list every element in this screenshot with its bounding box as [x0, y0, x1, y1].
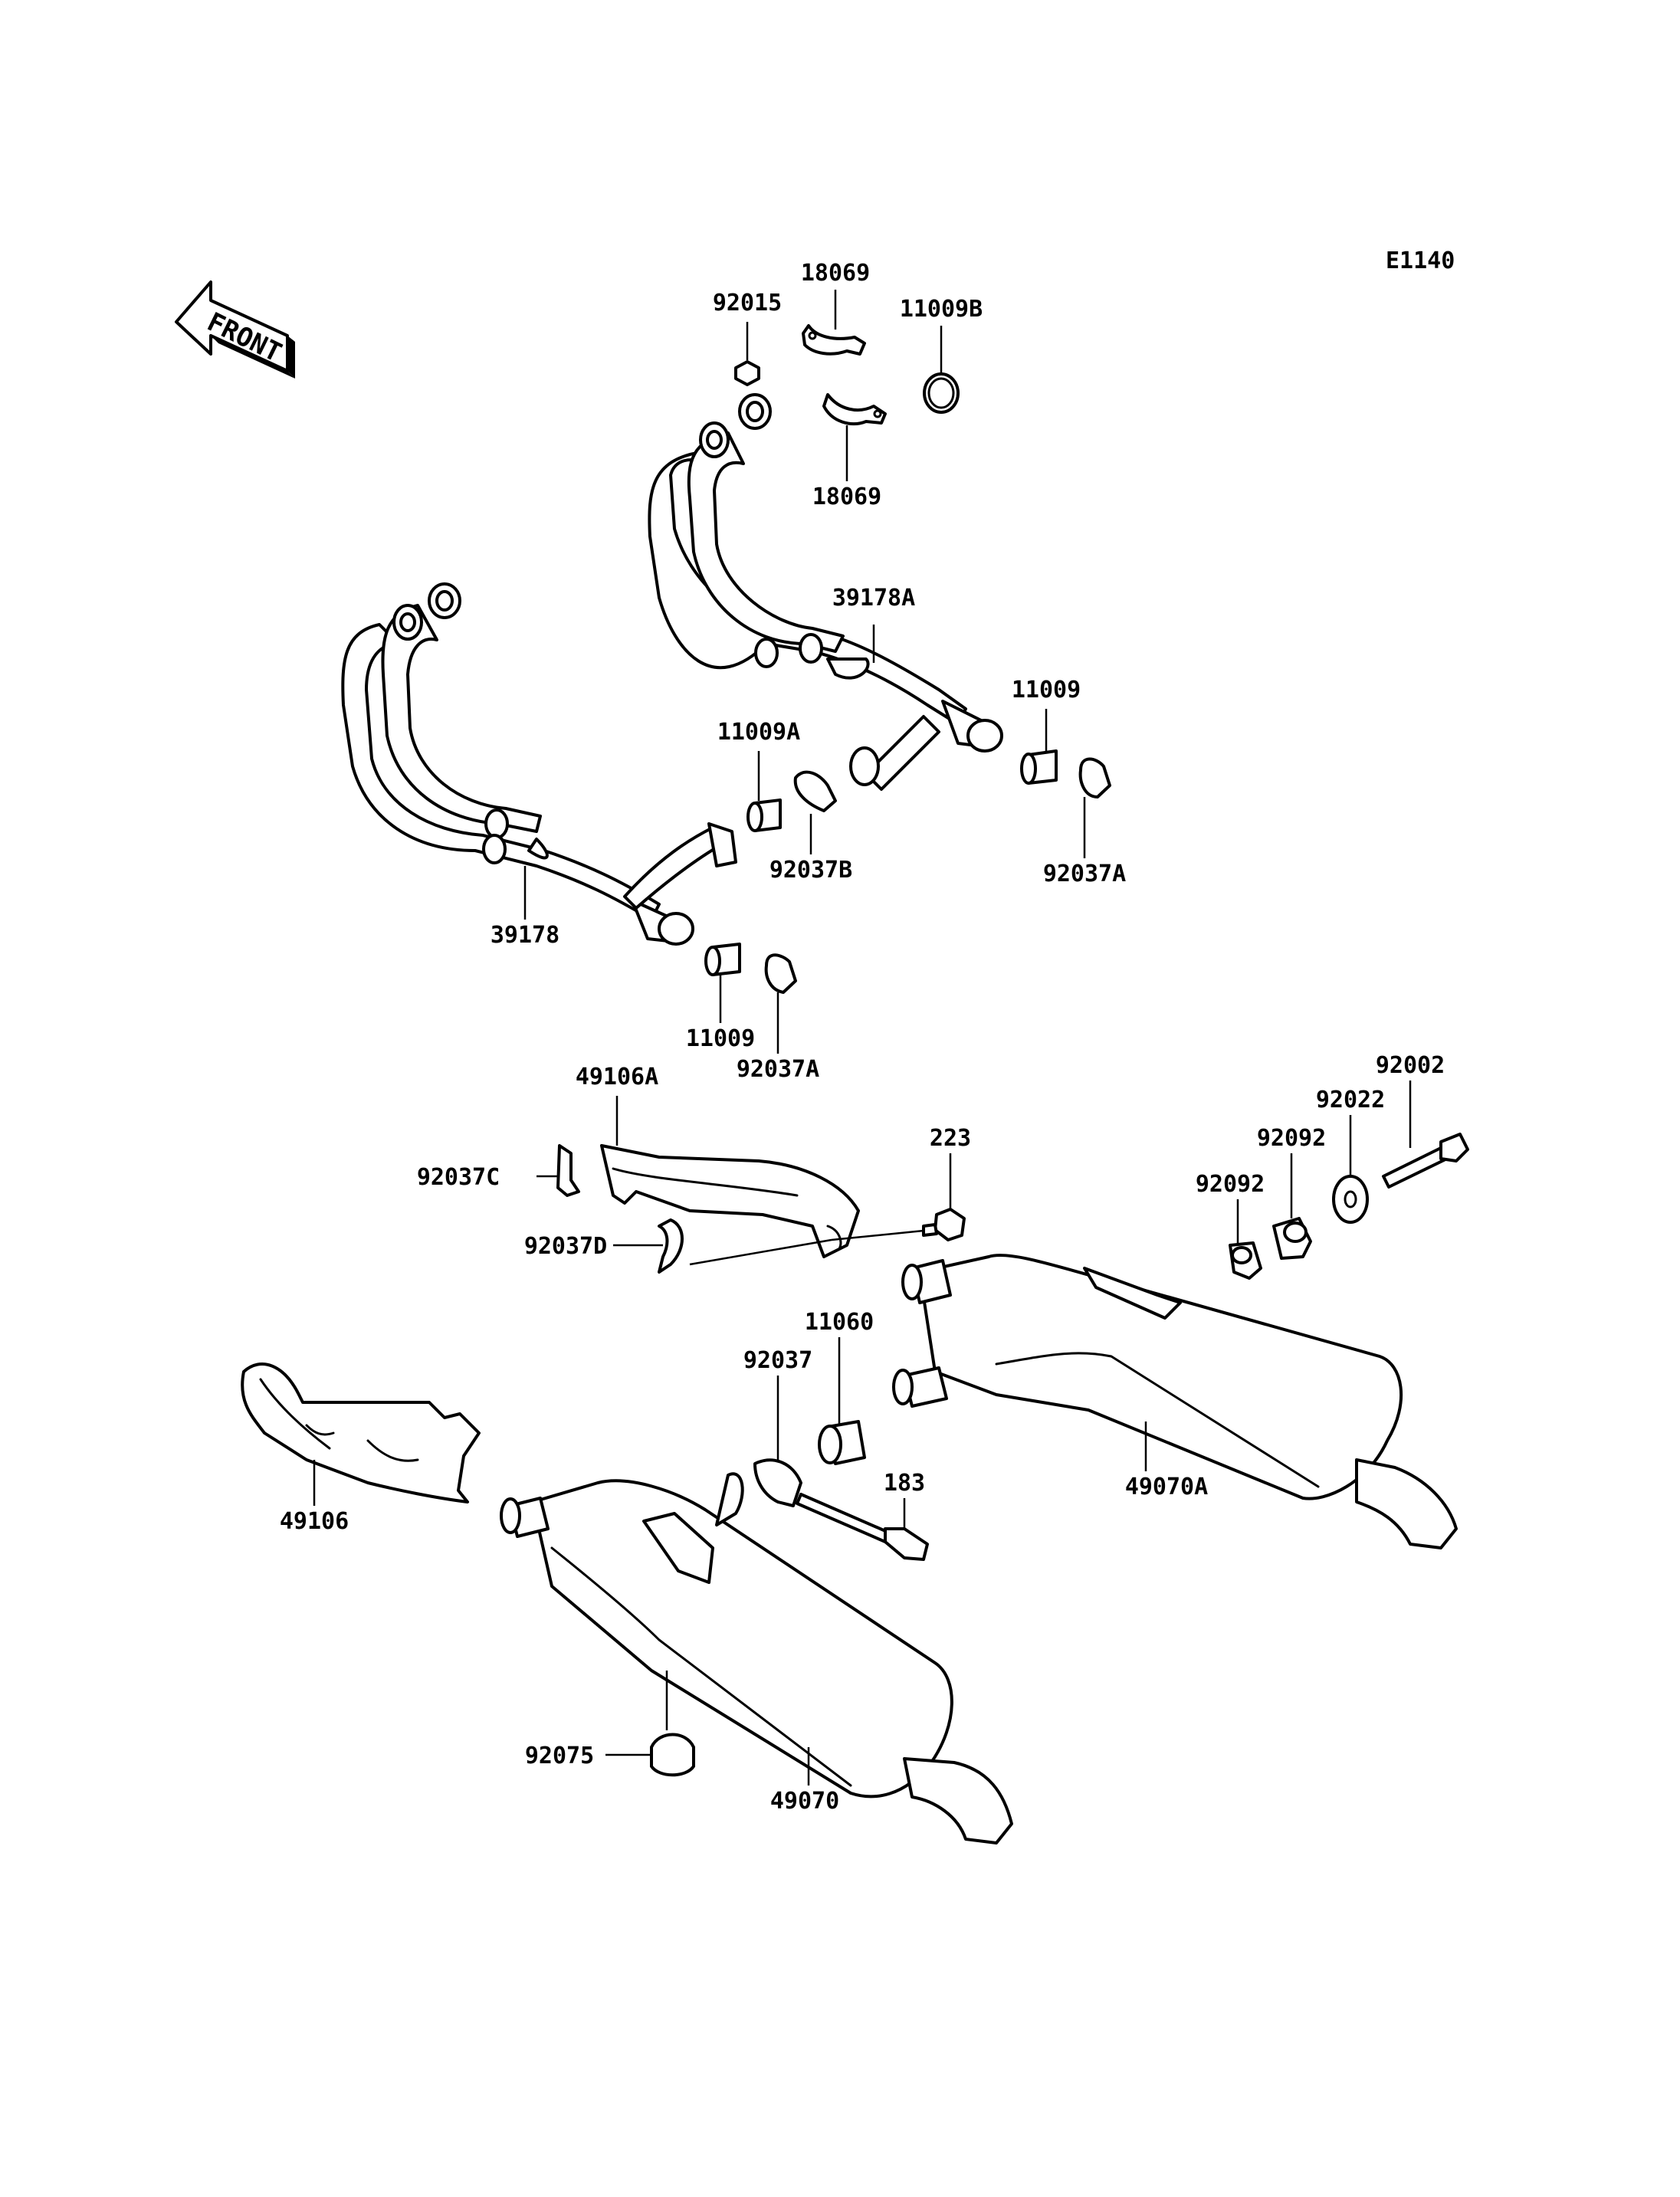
label-92037C: 92037C	[417, 1164, 500, 1191]
nut-92015	[734, 360, 760, 386]
damper-92092-upper	[1272, 1217, 1312, 1260]
label-92022: 92022	[1316, 1087, 1385, 1113]
label-92075: 92075	[525, 1743, 594, 1769]
heat-cover-49106	[241, 1362, 481, 1503]
label-11009B: 11009B	[900, 296, 983, 323]
clip-92037D	[658, 1218, 684, 1274]
label-92092-lower: 92092	[1196, 1171, 1265, 1198]
exhaust-header-pipe-right	[648, 393, 1003, 791]
label-49106: 49106	[280, 1508, 349, 1535]
label-92092-upper: 92092	[1257, 1125, 1326, 1152]
gasket-11009B	[923, 372, 960, 414]
label-39178A: 39178A	[832, 585, 915, 612]
gasket-11009A	[746, 798, 782, 832]
clamp-92037B	[793, 770, 837, 812]
gasket-11009-left	[704, 943, 741, 976]
bolt-92002	[1382, 1133, 1469, 1189]
diagram-code: E1140	[1386, 248, 1455, 274]
clamp-92037	[753, 1458, 802, 1507]
label-11009-left: 11009	[686, 1025, 755, 1052]
label-92002: 92002	[1376, 1052, 1445, 1079]
gasket-11060	[818, 1420, 866, 1465]
clamp-92037A-right	[1078, 757, 1111, 798]
label-92037: 92037	[743, 1347, 812, 1374]
collar-92022	[1332, 1175, 1369, 1224]
label-18069-top: 18069	[801, 260, 870, 287]
holder-18069-bottom	[822, 393, 887, 426]
muffler-49070A	[892, 1254, 1458, 1549]
clamp-92037A-left	[764, 953, 797, 994]
holder-18069-top	[802, 324, 866, 356]
damper-92092-lower	[1229, 1241, 1262, 1280]
label-18069-bottom: 18069	[812, 484, 881, 510]
label-49070: 49070	[770, 1788, 839, 1815]
leader-lines	[313, 290, 1412, 1785]
bolt-183	[796, 1493, 929, 1561]
heat-cover-49106A	[600, 1144, 860, 1258]
gasket-11009-right	[1020, 749, 1058, 785]
muffler-49070	[500, 1472, 1013, 1844]
label-92037D: 92037D	[524, 1233, 607, 1260]
label-92037A-right: 92037A	[1043, 861, 1126, 887]
label-183: 183	[884, 1470, 925, 1497]
clip-92037C	[556, 1144, 580, 1197]
front-direction-arrow-icon: FRONT	[175, 280, 295, 379]
label-92015: 92015	[713, 290, 782, 316]
label-11009A: 11009A	[717, 719, 800, 746]
label-49070A: 49070A	[1125, 1474, 1208, 1500]
label-223: 223	[930, 1125, 971, 1152]
exhaust-header-pipe-left	[341, 582, 737, 946]
part-labels: 92015 18069 11009B 18069 39178A 11009 11…	[280, 260, 1445, 1815]
label-39178: 39178	[491, 922, 559, 949]
bolt-223	[922, 1208, 966, 1241]
label-92037A-left: 92037A	[737, 1056, 819, 1083]
label-11009-right: 11009	[1012, 677, 1081, 703]
damper-92075	[650, 1733, 695, 1777]
label-92037B: 92037B	[769, 857, 852, 884]
label-11060: 11060	[805, 1309, 874, 1336]
label-49106A: 49106A	[576, 1064, 658, 1090]
